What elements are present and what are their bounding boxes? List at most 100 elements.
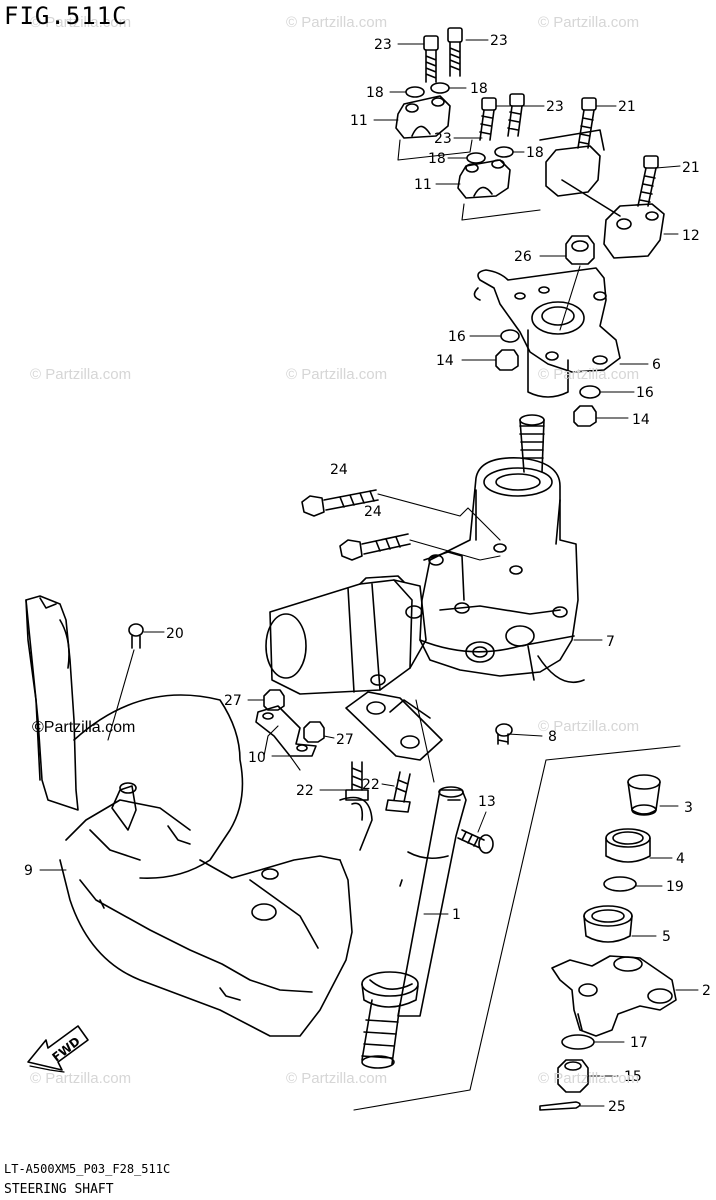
washer-18-a xyxy=(405,86,425,98)
callout-15: 15 xyxy=(624,1069,642,1085)
callout-24: 24 xyxy=(330,462,348,478)
bolt-21-b xyxy=(637,155,659,207)
figure-name: STEERING SHAFT xyxy=(4,1182,114,1197)
watermark: © Partzilla.com xyxy=(538,1070,640,1087)
callout-20: 20 xyxy=(166,626,184,642)
bolt-23-mid-a xyxy=(479,97,497,141)
callout-9: 9 xyxy=(24,863,33,879)
callout-14: 14 xyxy=(632,412,650,428)
callout-23: 23 xyxy=(490,33,508,49)
bolt-23-upper-left xyxy=(423,35,439,83)
callout-23: 23 xyxy=(434,131,452,147)
leader-bracket-11a xyxy=(397,139,473,161)
leader-10 xyxy=(263,725,301,771)
callout-19: 19 xyxy=(666,879,684,895)
seal-4 xyxy=(605,828,651,863)
bushing-3 xyxy=(627,774,661,816)
shaft-leader-top xyxy=(415,699,435,783)
callout-16: 16 xyxy=(636,385,654,401)
watermark: © Partzilla.com xyxy=(286,366,388,383)
steering-arm-2 xyxy=(551,955,677,1037)
nut-15 xyxy=(557,1059,589,1093)
bolt-24-a xyxy=(301,489,379,517)
guard-9 xyxy=(25,595,373,1037)
callout-24: 24 xyxy=(364,504,382,520)
callout-27: 27 xyxy=(336,732,354,748)
watermark: © Partzilla.com xyxy=(538,366,640,383)
bolt-23-mid-b xyxy=(507,93,525,137)
upper-clamp-11-b xyxy=(457,159,511,199)
callout-18: 18 xyxy=(526,145,544,161)
leader-bolt-24 xyxy=(377,493,501,561)
leader-bracket-11b xyxy=(461,203,541,221)
bolt-22-b xyxy=(385,771,411,813)
steering-bracket-6 xyxy=(473,267,621,398)
bolt-22-a xyxy=(345,761,369,801)
callout-8: 8 xyxy=(548,729,557,745)
bolt-20 xyxy=(128,623,144,649)
watermark: © Partzilla.com xyxy=(286,14,388,31)
callout-2: 2 xyxy=(702,983,711,999)
watermark: © Partzilla.com xyxy=(30,1070,132,1087)
callout-7: 7 xyxy=(606,634,615,650)
bracket-10 xyxy=(255,705,317,757)
callout-21: 21 xyxy=(618,99,636,115)
upper-clamp-11-a xyxy=(395,95,451,139)
watermark: © Partzilla.com xyxy=(286,1070,388,1087)
washer-16-a xyxy=(500,329,520,343)
callout-13: 13 xyxy=(478,794,496,810)
nut-27-b xyxy=(303,721,325,743)
callout-6: 6 xyxy=(652,357,661,373)
callout-10: 10 xyxy=(248,750,266,766)
watermark: © Partzilla.com xyxy=(538,718,640,735)
callout-17: 17 xyxy=(630,1035,648,1051)
bolt-13 xyxy=(457,829,494,854)
callout-18: 18 xyxy=(470,81,488,97)
callout-23: 23 xyxy=(546,99,564,115)
steering-shaft-1 xyxy=(361,786,467,1069)
figure-code: LT-A500XM5_P03_F28_511C xyxy=(4,1162,171,1176)
callout-4: 4 xyxy=(676,851,685,867)
washer-18-b xyxy=(430,82,450,94)
callout-21: 21 xyxy=(682,160,700,176)
bolt-23-upper-right xyxy=(447,27,463,77)
callout-leaders xyxy=(39,39,699,1107)
callout-1: 1 xyxy=(452,907,461,923)
callout-23: 23 xyxy=(374,37,392,53)
mounting-plate xyxy=(345,691,443,761)
cotter-pin-25 xyxy=(539,1101,581,1111)
lower-holder-12 xyxy=(539,129,665,259)
steering-splined-top xyxy=(519,414,545,473)
callout-5: 5 xyxy=(662,929,671,945)
callout-27: 27 xyxy=(224,693,242,709)
nut-14-a xyxy=(495,349,519,371)
oring-19 xyxy=(603,876,637,892)
washer-18-c xyxy=(466,152,486,164)
callout-3: 3 xyxy=(684,800,693,816)
callout-14: 14 xyxy=(436,353,454,369)
figure-title: FIG.511C xyxy=(4,2,128,30)
fwd-arrow xyxy=(27,1025,89,1073)
washer-16-b xyxy=(579,385,601,399)
watermark: © Partzilla.com xyxy=(538,14,640,31)
nut-27-a xyxy=(263,689,285,711)
callout-22: 22 xyxy=(296,783,314,799)
callout-11: 11 xyxy=(414,177,432,193)
callout-18: 18 xyxy=(366,85,384,101)
washer-17 xyxy=(561,1034,595,1050)
callout-16: 16 xyxy=(448,329,466,345)
nut-26 xyxy=(565,235,595,265)
bolt-21-a xyxy=(577,97,597,149)
leader-20 xyxy=(107,649,135,741)
callout-25: 25 xyxy=(608,1099,626,1115)
power-steering-unit-7 xyxy=(419,457,585,684)
callout-26: 26 xyxy=(514,249,532,265)
watermark: © Partzilla.com xyxy=(30,366,132,383)
watermark: © Partzilla.com xyxy=(30,14,132,31)
bearing-5 xyxy=(583,905,633,943)
washer-18-d xyxy=(494,146,514,158)
callout-11: 11 xyxy=(350,113,368,129)
callout-22: 22 xyxy=(362,777,380,793)
bolt-24-b xyxy=(339,533,411,561)
leader-26 xyxy=(559,265,581,331)
